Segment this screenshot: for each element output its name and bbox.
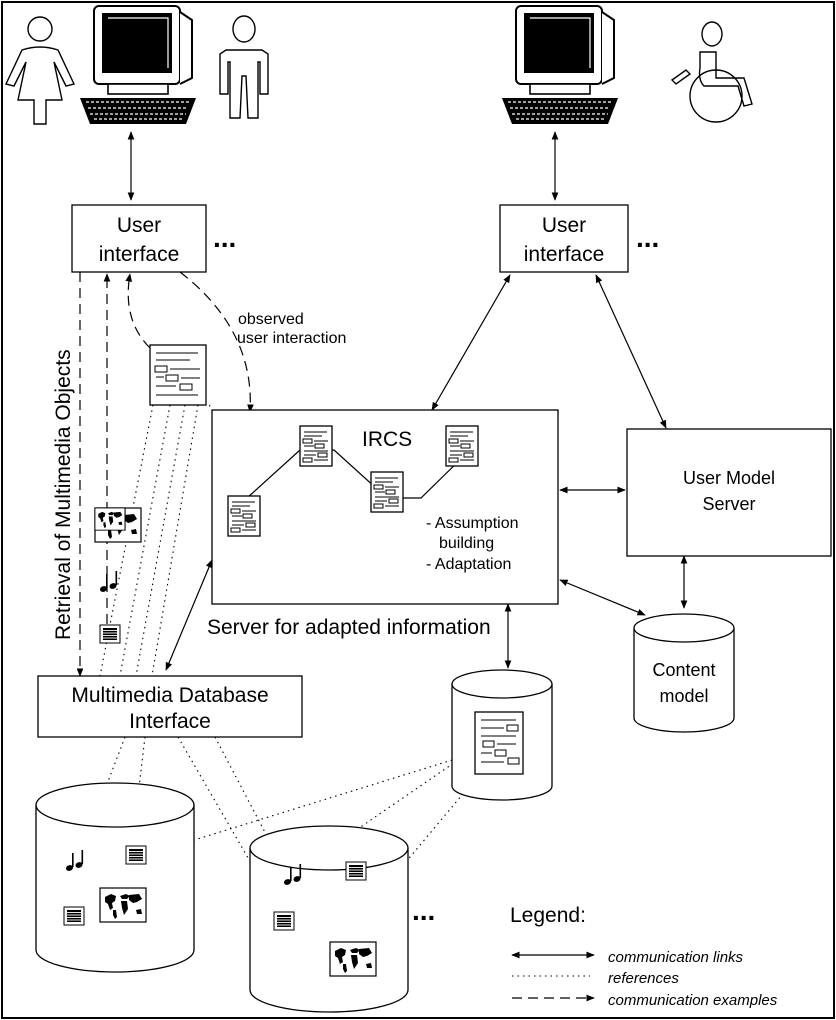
retrieval-label: Retrieval of Multimedia Objects xyxy=(52,349,75,640)
world-map-icon xyxy=(329,941,377,977)
document-icon xyxy=(99,624,121,644)
user-interface-left[interactable]: User interface xyxy=(71,204,207,273)
world-map-icon xyxy=(99,887,147,923)
woman-icon xyxy=(5,16,75,125)
ellipsis-right: ... xyxy=(636,222,659,253)
document-icon xyxy=(345,861,367,881)
user-interface-left-label-2: interface xyxy=(99,243,180,266)
assumption-label-3: - Adaptation xyxy=(426,556,511,573)
user-interface-right[interactable]: User interface xyxy=(499,204,629,273)
user-model-server-label-2: Server xyxy=(702,494,755,514)
legend-communication-links: communication links xyxy=(608,949,744,966)
document-icon xyxy=(63,906,85,926)
content-model-db[interactable]: Content model xyxy=(633,613,735,733)
document-icon xyxy=(273,911,295,931)
ellipsis-db: ... xyxy=(412,895,435,926)
computer-icon xyxy=(79,5,197,125)
document-icon xyxy=(445,425,479,467)
user-interface-left-label-1: User xyxy=(117,214,161,237)
content-model-label-2: model xyxy=(659,686,708,706)
user-interface-right-label-2: interface xyxy=(524,243,605,266)
document-icon xyxy=(149,344,207,406)
mmdb-label-1: Multimedia Database xyxy=(71,684,268,707)
observed-label-1: observed xyxy=(238,311,304,328)
document-icon xyxy=(227,495,261,537)
multimedia-db-interface[interactable]: Multimedia Database Interface xyxy=(37,675,303,738)
assumption-label-2: building xyxy=(439,535,494,552)
ellipsis-left: ... xyxy=(213,222,236,253)
legend-references: references xyxy=(608,970,679,987)
user-interface-right-label-1: User xyxy=(542,214,586,237)
ircs-server[interactable]: IRCS - Assumption building - Adaptation xyxy=(211,409,559,605)
document-icon xyxy=(370,471,404,513)
assumption-label-1: - Assumption xyxy=(426,515,518,532)
document-icon xyxy=(299,425,333,467)
multimedia-db-1[interactable] xyxy=(35,782,195,973)
legend-communication-examples: communication examples xyxy=(608,992,778,1009)
legend-title: Legend: xyxy=(510,904,586,927)
document-db[interactable] xyxy=(451,669,553,801)
multimedia-db-2[interactable] xyxy=(249,825,409,1013)
wheelchair-user-icon xyxy=(670,21,753,123)
mmdb-label-2: Interface xyxy=(129,710,211,733)
observed-label-2: user interaction xyxy=(237,330,346,347)
user-model-server[interactable]: User Model Server xyxy=(626,428,832,557)
document-icon xyxy=(474,711,524,775)
man-icon xyxy=(219,15,269,119)
computer-icon xyxy=(501,5,619,125)
document-icon xyxy=(125,845,147,865)
user-model-server-label-1: User Model xyxy=(683,468,775,488)
music-note-icon xyxy=(98,570,119,594)
legend: Legend: communication links references c… xyxy=(510,904,778,1009)
server-caption: Server for adapted information xyxy=(207,616,491,639)
content-model-label-1: Content xyxy=(652,660,715,680)
ircs-label: IRCS xyxy=(362,428,412,451)
